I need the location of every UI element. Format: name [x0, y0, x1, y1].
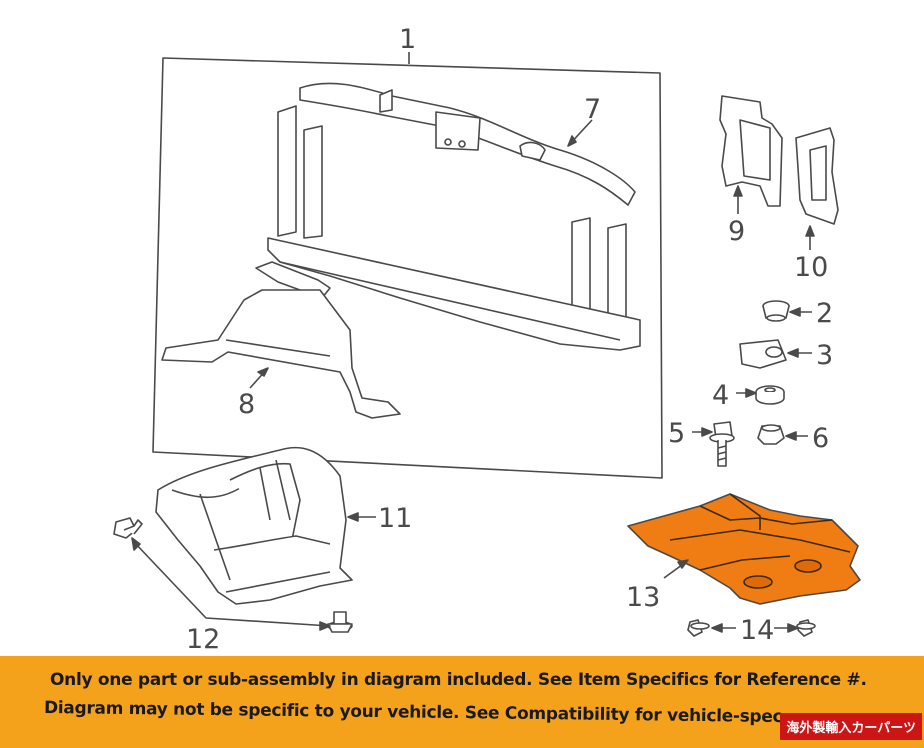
callout-11: 11 [378, 503, 412, 534]
upper-tie-bar [299, 82, 636, 206]
callout-13: 13 [626, 582, 660, 613]
callout-7: 7 [584, 94, 601, 125]
bolt-14b [796, 619, 816, 637]
callout-10: 10 [794, 252, 828, 283]
lower-brace [161, 261, 401, 419]
import-parts-badge: 海外製輸入カーパーツ [780, 713, 922, 740]
callout-2: 2 [816, 298, 833, 329]
radiator-support [267, 105, 641, 351]
notice-line-1: Only one part or sub-assembly in diagram… [50, 670, 867, 690]
nut-6 [757, 424, 785, 445]
callout-4: 4 [712, 380, 729, 411]
bolt-5 [709, 421, 735, 467]
bolt-12a [113, 517, 143, 539]
bracket-10 [795, 127, 839, 225]
washer-4 [755, 385, 785, 405]
callout-3: 3 [816, 340, 833, 371]
clip-3 [739, 339, 787, 369]
skid-plate-body [627, 493, 861, 605]
notice-line-2: Diagram may not be specific to your vehi… [43, 698, 783, 728]
callout-6: 6 [812, 423, 829, 454]
leader-12 [133, 541, 331, 627]
callout-5: 5 [668, 418, 685, 449]
callout-1: 1 [399, 24, 416, 55]
skid-plate-13 [627, 493, 861, 605]
nut-2 [762, 300, 790, 322]
splash-shield-11 [155, 446, 353, 605]
callout-9: 9 [728, 216, 745, 247]
callout-12: 12 [186, 624, 220, 655]
bolt-12b [327, 611, 353, 633]
bracket-9 [719, 95, 783, 207]
notice-banner: Only one part or sub-assembly in diagram… [0, 656, 924, 748]
callout-14: 14 [740, 615, 774, 646]
callout-8: 8 [238, 389, 255, 420]
bolt-14a [687, 619, 710, 637]
